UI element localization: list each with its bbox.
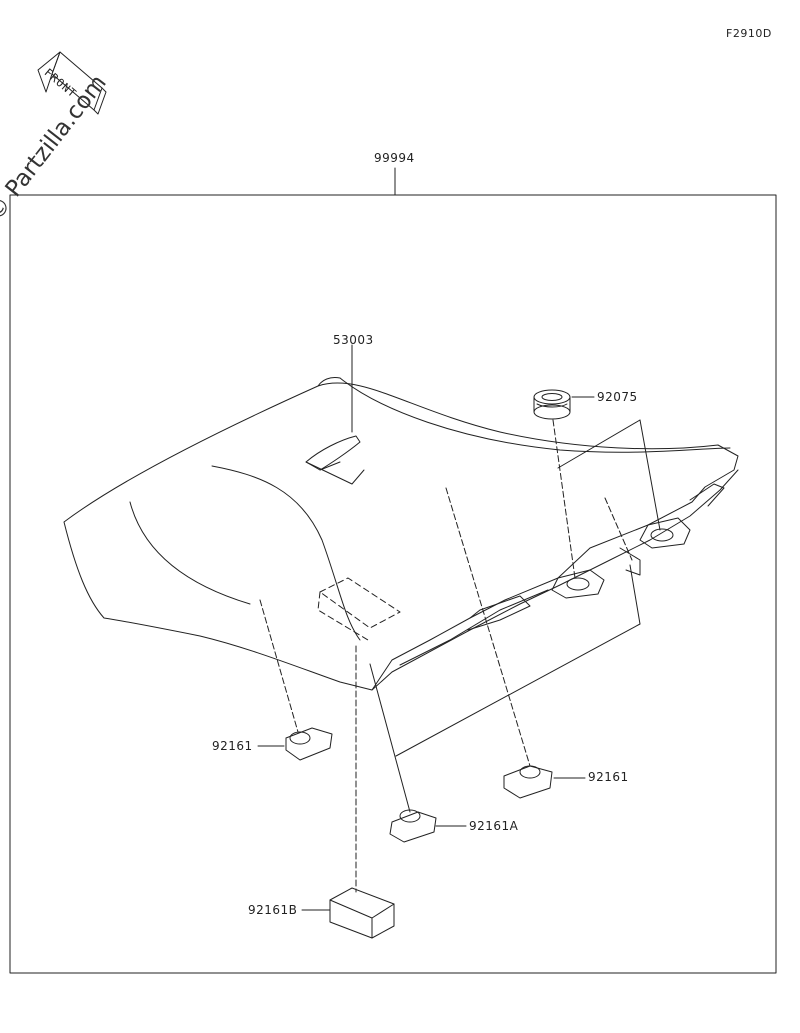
part-label-92161B[interactable]: 92161B <box>248 903 298 917</box>
front-arrow-icon <box>37 51 107 115</box>
seat-seam <box>211 465 361 641</box>
seat-outline <box>63 382 739 691</box>
cushion-a-part <box>389 809 437 843</box>
seat-pad-part <box>305 435 365 485</box>
part-label-92161-right[interactable]: 92161 <box>588 770 629 784</box>
part-label-92075[interactable]: 92075 <box>597 390 638 404</box>
assembly-frame <box>9 194 777 974</box>
seat-bracket <box>467 483 725 631</box>
part-label-92161A[interactable]: 92161A <box>469 819 519 833</box>
part-label-99994[interactable]: 99994 <box>374 151 415 165</box>
cushion-right-part <box>503 765 553 799</box>
part-label-92161-left[interactable]: 92161 <box>212 739 253 753</box>
cushion-left-part <box>285 727 333 761</box>
part-label-53003[interactable]: 53003 <box>333 333 374 347</box>
cushion-b-part <box>329 887 395 939</box>
figure-code: F2910D <box>726 27 772 40</box>
grommet-part <box>533 389 571 420</box>
